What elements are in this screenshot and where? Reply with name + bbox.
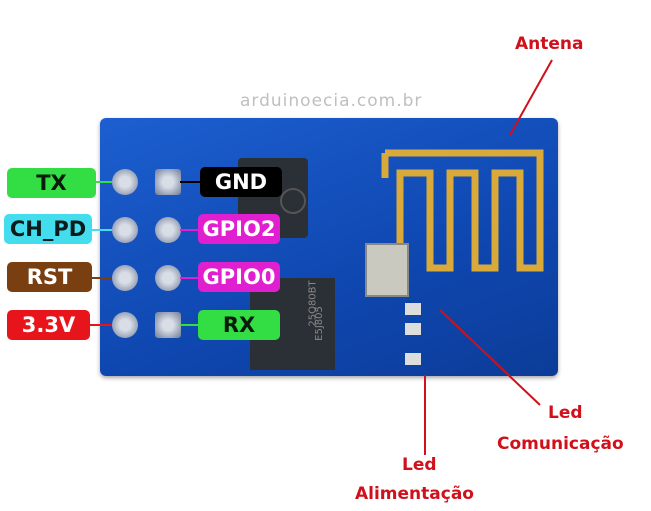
label-rx: RX [198, 310, 280, 340]
led-power-label-line2: Alimentação [355, 484, 474, 504]
label-gnd: GND [200, 167, 282, 197]
pin-rst [112, 265, 138, 291]
antenna-pointer [509, 59, 553, 136]
led-comm-label-line2: Comunicação [497, 434, 624, 454]
antenna-label: Antena [515, 34, 584, 54]
pin-rx [155, 312, 181, 338]
pin-tx [112, 169, 138, 195]
label-rst: RST [7, 262, 92, 292]
led-smd [405, 353, 421, 365]
led-comm-pointer [439, 309, 541, 406]
led-communication [405, 303, 421, 315]
pin-gnd [155, 169, 181, 195]
pin-gpio2 [155, 217, 181, 243]
label-gpio2: GPIO2 [198, 214, 280, 244]
pin-gpio0 [155, 265, 181, 291]
led-power [405, 323, 421, 335]
label-ch-pd: CH_PD [4, 214, 92, 244]
antenna-trace [381, 149, 544, 283]
crystal [365, 243, 409, 297]
esp01-board: 25Q80BT E5J805 [100, 118, 558, 376]
led-comm-label-line1: Led [548, 403, 583, 423]
watermark: arduinoecia.com.br [240, 91, 423, 111]
pin-ch-pd [112, 217, 138, 243]
label-tx: TX [7, 168, 96, 198]
led-power-label-line1: Led [402, 455, 437, 475]
label-3v3: 3.3V [7, 310, 90, 340]
label-gpio0: GPIO0 [198, 262, 280, 292]
pin-3v3 [112, 312, 138, 338]
